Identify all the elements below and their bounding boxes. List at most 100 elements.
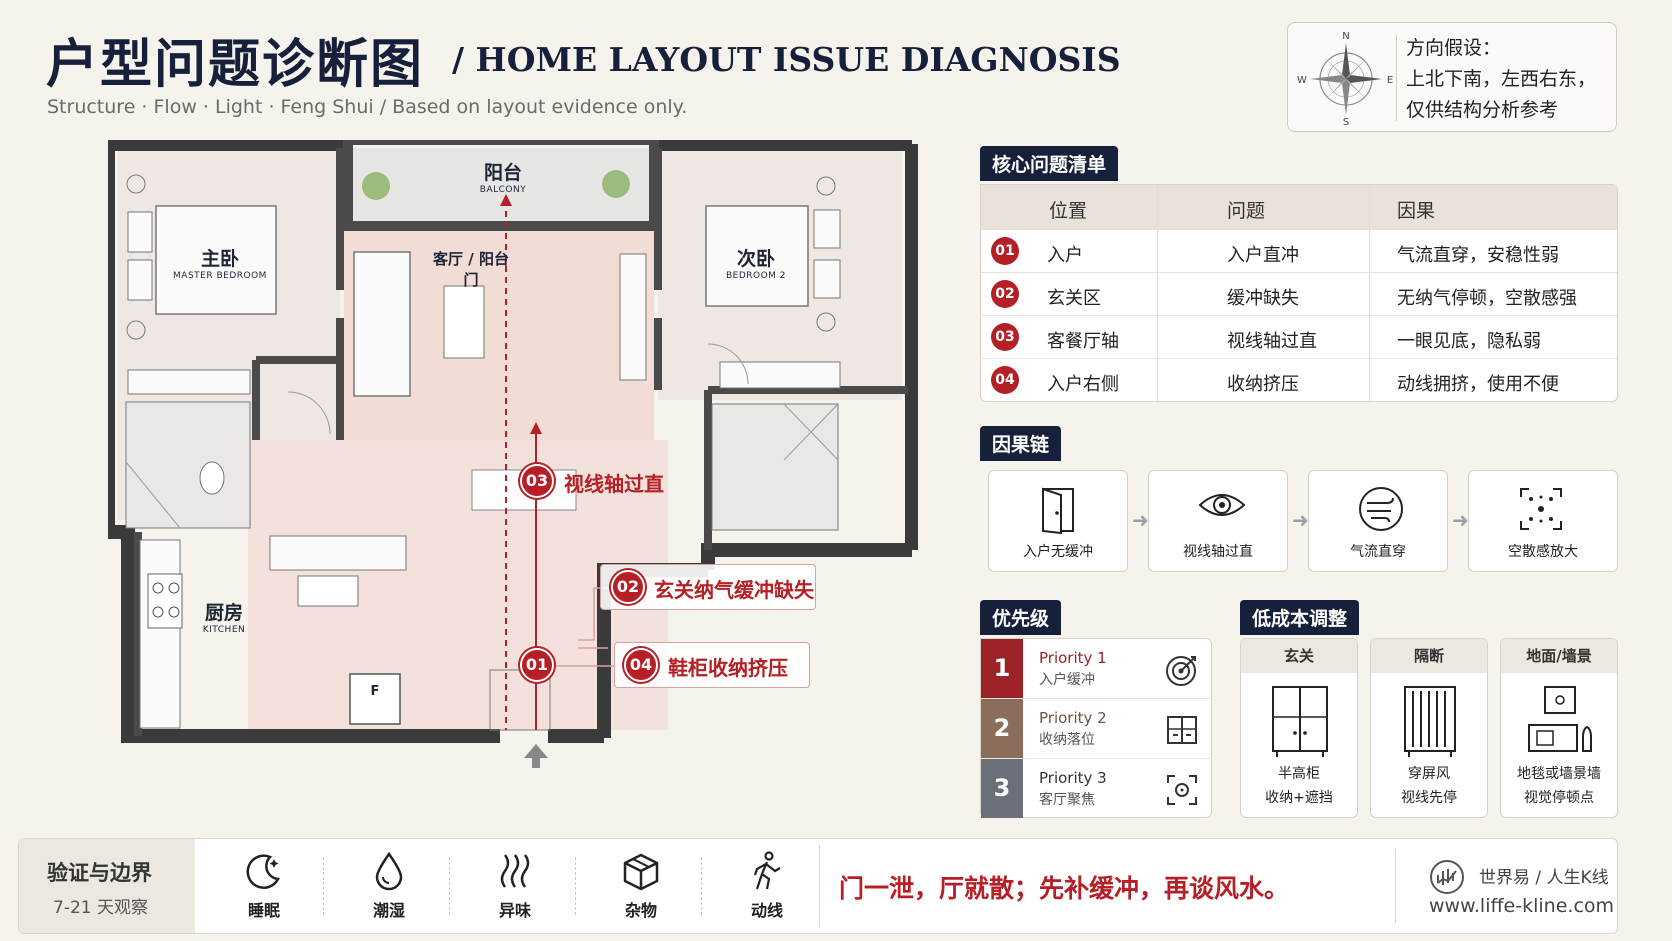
priority-panel: 1 Priority 1 入户缓冲 2 Priority 2 收纳落位 3 Pr…: [980, 638, 1212, 818]
room-bedroom-2: 次卧 BEDROOM 2: [706, 244, 806, 281]
row-num: 03: [991, 323, 1019, 351]
compass-divider: [1396, 35, 1397, 121]
compass-e: E: [1387, 75, 1393, 86]
room-kitchen-en: KITCHEN: [202, 625, 246, 635]
verify-sub: 7-21 天观察: [53, 898, 148, 918]
eye-icon: [1198, 494, 1246, 516]
water-drop-icon: [375, 851, 403, 891]
chain-step-1: 入户无缓冲: [988, 470, 1128, 572]
door-icon: [1042, 487, 1074, 535]
obs-damp: 潮湿: [349, 851, 429, 925]
marker-01: 01: [520, 648, 554, 682]
obs-label: 异味: [498, 901, 531, 920]
table-row: 04 入户右侧 收纳挤压 动线拥挤，使用不便: [981, 358, 1617, 401]
chain-step-4-label: 空散感放大: [1508, 544, 1578, 560]
scatter-icon: [1520, 488, 1562, 530]
marker-03: 03: [520, 464, 554, 498]
row-loc: 客餐厅轴: [1047, 331, 1119, 352]
footer-bar: 验证与边界 7-21 天观察 睡眠 潮湿 异味 杂物: [18, 838, 1618, 934]
priority-num: 1: [981, 639, 1023, 698]
room-living: 客厅 / 阳台门: [426, 248, 516, 290]
priority-tag: 优先级: [980, 600, 1062, 635]
chain-arrow-icon: ➜: [1452, 508, 1469, 532]
adjust-l2: 视觉停顿点: [1524, 790, 1594, 806]
obs-divider: [701, 857, 702, 915]
compass-line-2: 上北下南，左西右东，: [1406, 68, 1597, 90]
verify-title: 验证与边界: [47, 861, 152, 885]
room-balcony-zh: 阳台: [483, 162, 522, 184]
brand-name: 世界易 / 人生K线: [1479, 868, 1609, 888]
col-divider-2: [1369, 185, 1370, 403]
obs-label: 动线: [750, 901, 783, 920]
room-balcony: 阳台 BALCONY: [458, 158, 548, 195]
row-num: 01: [991, 237, 1019, 265]
obs-label: 潮湿: [372, 901, 405, 920]
brand-url[interactable]: www.liffe-kline.com: [1429, 895, 1615, 917]
footer-slogan: 门一泄，厅就散；先补缓冲，再谈风水。: [839, 874, 1290, 903]
floor-plan: 主卧 MASTER BEDROOM 次卧 BEDROOM 2 阳台 BALCON…: [108, 140, 918, 800]
marker-04: 04: [624, 648, 658, 682]
row-effect: 一眼见底，隐私弱: [1397, 331, 1541, 352]
issues-table: 位置 问题 因果 01 入户 入户直冲 气流直穿，安稳性弱 02 玄关区 缓冲缺…: [980, 184, 1618, 403]
floor-plan-drawing: [108, 140, 918, 768]
priority-desc: 客厅聚焦: [1039, 792, 1095, 808]
marker-02: 02: [611, 570, 645, 604]
compass-n: N: [1342, 31, 1349, 42]
compass-line-3: 仅供结构分析参考: [1406, 99, 1559, 121]
odor-waves-icon: [500, 854, 530, 888]
adjust-head: 玄关: [1241, 639, 1357, 673]
screen-partition-icon: [1404, 686, 1456, 757]
compass-rose-icon: N S E W: [1297, 31, 1393, 127]
row-issue: 收纳挤压: [1227, 374, 1299, 395]
fridge-label: F: [370, 684, 380, 699]
priority-title: Priority 1: [1039, 649, 1107, 667]
adjust-l2: 视线先停: [1401, 790, 1457, 806]
obs-flow: 动线: [727, 851, 807, 925]
walking-person-icon: [753, 851, 781, 890]
row-effect: 动线拥挤，使用不便: [1397, 374, 1559, 395]
page-title: 户型问题诊断图: [46, 35, 425, 95]
chain-arrow-icon: ➜: [1132, 508, 1149, 532]
room-living-zh: 客厅 / 阳台门: [433, 250, 509, 289]
priority-title: Priority 2: [1039, 709, 1107, 727]
room-master-en: MASTER BEDROOM: [173, 271, 267, 281]
issues-header-issue: 问题: [1227, 200, 1266, 222]
row-loc: 入户: [1047, 245, 1083, 266]
obs-label: 杂物: [624, 901, 657, 920]
col-divider-1: [1157, 185, 1158, 403]
row-effect: 气流直穿，安稳性弱: [1397, 245, 1559, 266]
chain-step-1-label: 入户无缓冲: [1023, 544, 1093, 560]
compass-note: 方向假设： 上北下南，左西右东， 仅供结构分析参考: [1406, 33, 1596, 126]
footer-divider: [819, 845, 820, 927]
room-kitchen-zh: 厨房: [204, 602, 243, 624]
brand-logo-icon: [1430, 860, 1464, 894]
priority-row: 3 Priority 3 客厅聚焦: [981, 759, 1211, 819]
cabinet-icon: [1167, 716, 1197, 744]
moon-icon: [246, 854, 280, 889]
table-row: 03 客餐厅轴 视线轴过直 一眼见底，隐私弱: [981, 315, 1617, 358]
adjust-l2: 收纳+遮挡: [1265, 790, 1333, 806]
chain-step-3: 气流直穿: [1308, 470, 1448, 572]
adjust-l1: 地毯或墙景墙: [1517, 766, 1601, 782]
priority-num: 3: [981, 759, 1023, 818]
priority-row: 1 Priority 1 入户缓冲: [981, 639, 1211, 699]
table-row: 02 玄关区 缓冲缺失 无纳气停顿，空散感强: [981, 272, 1617, 315]
adjust-head: 隔断: [1371, 639, 1487, 673]
half-cabinet-icon: [1272, 686, 1328, 757]
chain-step-4: 空散感放大: [1468, 470, 1618, 572]
airflow-icon: [1359, 487, 1403, 531]
callout-04-text: 鞋柜收纳挤压: [668, 656, 788, 680]
row-num: 02: [991, 280, 1019, 308]
obs-odor: 异味: [475, 851, 555, 925]
compass-panel: N S E W 方向假设： 上北下南，左西右东， 仅供结构分析参考: [1287, 22, 1617, 132]
chain-step-3-label: 气流直穿: [1350, 544, 1406, 560]
target-icon: [1166, 656, 1196, 686]
focus-icon: [1167, 775, 1197, 805]
room-bed2-en: BEDROOM 2: [725, 271, 787, 281]
room-master-zh: 主卧: [200, 248, 239, 270]
issues-header-loc: 位置: [1049, 200, 1088, 222]
box-icon: [623, 853, 659, 891]
issues-tag: 核心问题清单: [980, 146, 1119, 181]
brand-divider: [1395, 849, 1396, 923]
priority-desc: 收纳落位: [1039, 732, 1095, 748]
